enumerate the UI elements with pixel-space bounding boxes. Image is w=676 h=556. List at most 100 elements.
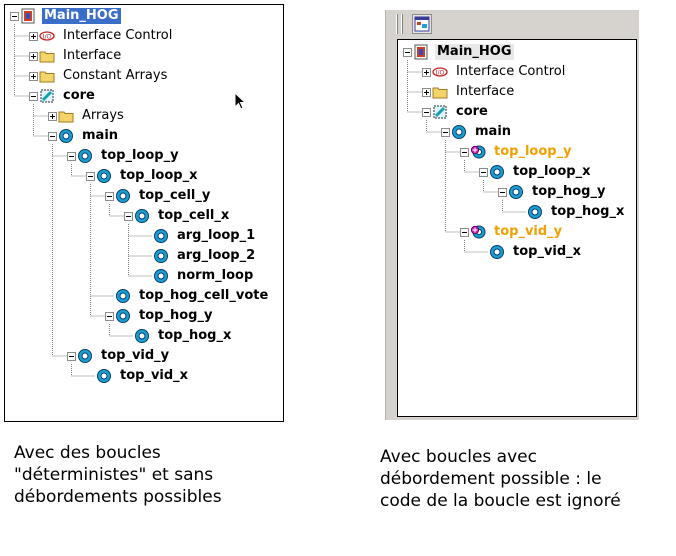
folder-icon (432, 87, 448, 99)
tree-node-label: arg_loop_1 (177, 228, 256, 243)
module-icon (414, 44, 428, 60)
tree-node[interactable]: I/O Interface Control (39, 26, 174, 46)
expand-toggle[interactable] (29, 71, 38, 81)
loop-icon (509, 185, 523, 199)
tree-node[interactable]: main (451, 122, 513, 142)
tree-node[interactable]: core (39, 86, 97, 106)
tree-node[interactable]: top_loop_y (470, 142, 574, 162)
tree-node[interactable]: top_hog_y (508, 182, 607, 202)
tree-node[interactable]: top_vid_y (470, 222, 564, 242)
tree-node[interactable]: top_cell_x (134, 206, 231, 226)
collapse-toggle[interactable] (86, 171, 95, 181)
toolbar-grip[interactable] (401, 14, 403, 34)
module-icon (21, 8, 35, 24)
tree-node-label: norm_loop (177, 268, 254, 283)
expand-toggle[interactable] (422, 87, 431, 97)
tree-node[interactable]: Interface (39, 46, 123, 66)
collapse-toggle[interactable] (48, 131, 57, 141)
expand-toggle[interactable] (48, 111, 57, 121)
tree-node[interactable]: core (432, 102, 490, 122)
loop-icon (116, 309, 130, 323)
collapse-toggle[interactable] (67, 351, 76, 361)
mouse-cursor-icon (234, 92, 247, 110)
tree-node[interactable]: Interface (432, 82, 516, 102)
tree-node-label: top_cell_x (158, 208, 230, 223)
collapse-toggle[interactable] (460, 227, 469, 237)
tree-node-label: Interface Control (63, 28, 173, 43)
tree-node-label: arg_loop_2 (177, 248, 256, 263)
collapse-toggle[interactable] (105, 311, 114, 321)
tree-node[interactable]: arg_loop_1 (153, 226, 257, 246)
right-caption: Avec boucles avec débordement possible :… (380, 447, 621, 511)
tree-node[interactable]: main (58, 126, 120, 146)
collapse-toggle[interactable] (29, 91, 38, 101)
loop-icon (154, 229, 168, 243)
collapse-toggle[interactable] (10, 11, 19, 21)
tree-node[interactable]: I/O Interface Control (432, 62, 567, 82)
tree-node-label: core (456, 104, 488, 119)
expand-toggle[interactable] (29, 51, 38, 61)
loop-icon (59, 129, 73, 143)
tree-node[interactable]: norm_loop (153, 266, 255, 286)
collapse-toggle[interactable] (498, 187, 507, 197)
svg-text:I/O: I/O (436, 70, 445, 77)
tree-node-label: Main_HOG (435, 44, 514, 60)
collapse-toggle[interactable] (479, 167, 488, 177)
tree-node[interactable]: top_vid_y (77, 346, 171, 366)
tree-node[interactable]: top_vid_x (489, 242, 583, 262)
tree-node-label: Main_HOG (42, 8, 121, 24)
svg-text:I/O: I/O (43, 34, 52, 41)
tree-node[interactable]: arg_loop_2 (153, 246, 257, 266)
tree-node-label: main (82, 128, 119, 143)
tree-node-label: Arrays (82, 108, 124, 123)
tree-node-label: top_hog_cell_vote (139, 288, 269, 303)
collapse-toggle[interactable] (105, 191, 114, 201)
collapse-toggle[interactable] (403, 47, 412, 57)
expand-toggle[interactable] (29, 31, 38, 41)
tree-node-label: Constant Arrays (63, 68, 168, 83)
left-tree-lines (14, 24, 152, 377)
tree-node-label: Interface Control (456, 64, 566, 79)
loop-icon (528, 205, 542, 219)
loop-icon (490, 165, 504, 179)
tree-node-label: top_vid_y (101, 348, 170, 363)
tree-node-label: top_loop_y (494, 144, 572, 159)
collapse-toggle[interactable] (441, 127, 450, 137)
left-caption: Avec des boucles "déterministes" et sans… (14, 443, 222, 507)
right-toolbar (386, 10, 640, 38)
tree-node[interactable]: Constant Arrays (39, 66, 169, 86)
tree-node[interactable]: top_loop_y (77, 146, 181, 166)
tree-view-button[interactable] (412, 14, 432, 34)
loop-icon (78, 349, 92, 363)
tree-node[interactable]: Arrays (58, 106, 126, 126)
tree-node[interactable]: top_vid_x (96, 366, 190, 386)
expand-toggle[interactable] (422, 67, 431, 77)
tree-node[interactable]: top_loop_x (489, 162, 592, 182)
tree-node[interactable]: top_loop_x (96, 166, 199, 186)
loop-icon (97, 369, 111, 383)
collapse-toggle[interactable] (67, 151, 76, 161)
tree-node[interactable]: top_hog_x (134, 326, 233, 346)
tree-node[interactable]: top_hog_cell_vote (115, 286, 270, 306)
loop-icon (97, 169, 111, 183)
tree-node[interactable]: Main_HOG (20, 6, 121, 26)
tree-node[interactable]: top_cell_y (115, 186, 212, 206)
tree-node-label: top_cell_y (139, 188, 211, 203)
tree-node[interactable]: Main_HOG (413, 42, 514, 62)
collapse-toggle[interactable] (422, 107, 431, 117)
io-icon: I/O (432, 67, 448, 77)
loop-icon (490, 245, 504, 259)
ignored-loop-icon (470, 145, 486, 159)
loop-icon (78, 149, 92, 163)
collapse-toggle[interactable] (124, 211, 133, 221)
toolbar-grip[interactable] (396, 14, 398, 34)
collapse-toggle[interactable] (460, 147, 469, 157)
tree-node-label: main (475, 124, 512, 139)
folder-icon (58, 111, 74, 123)
loop-icon (154, 269, 168, 283)
tree-node[interactable]: top_hog_x (527, 202, 626, 222)
tree-node[interactable]: top_hog_y (115, 306, 214, 326)
tree-node-label: Interface (63, 48, 122, 63)
